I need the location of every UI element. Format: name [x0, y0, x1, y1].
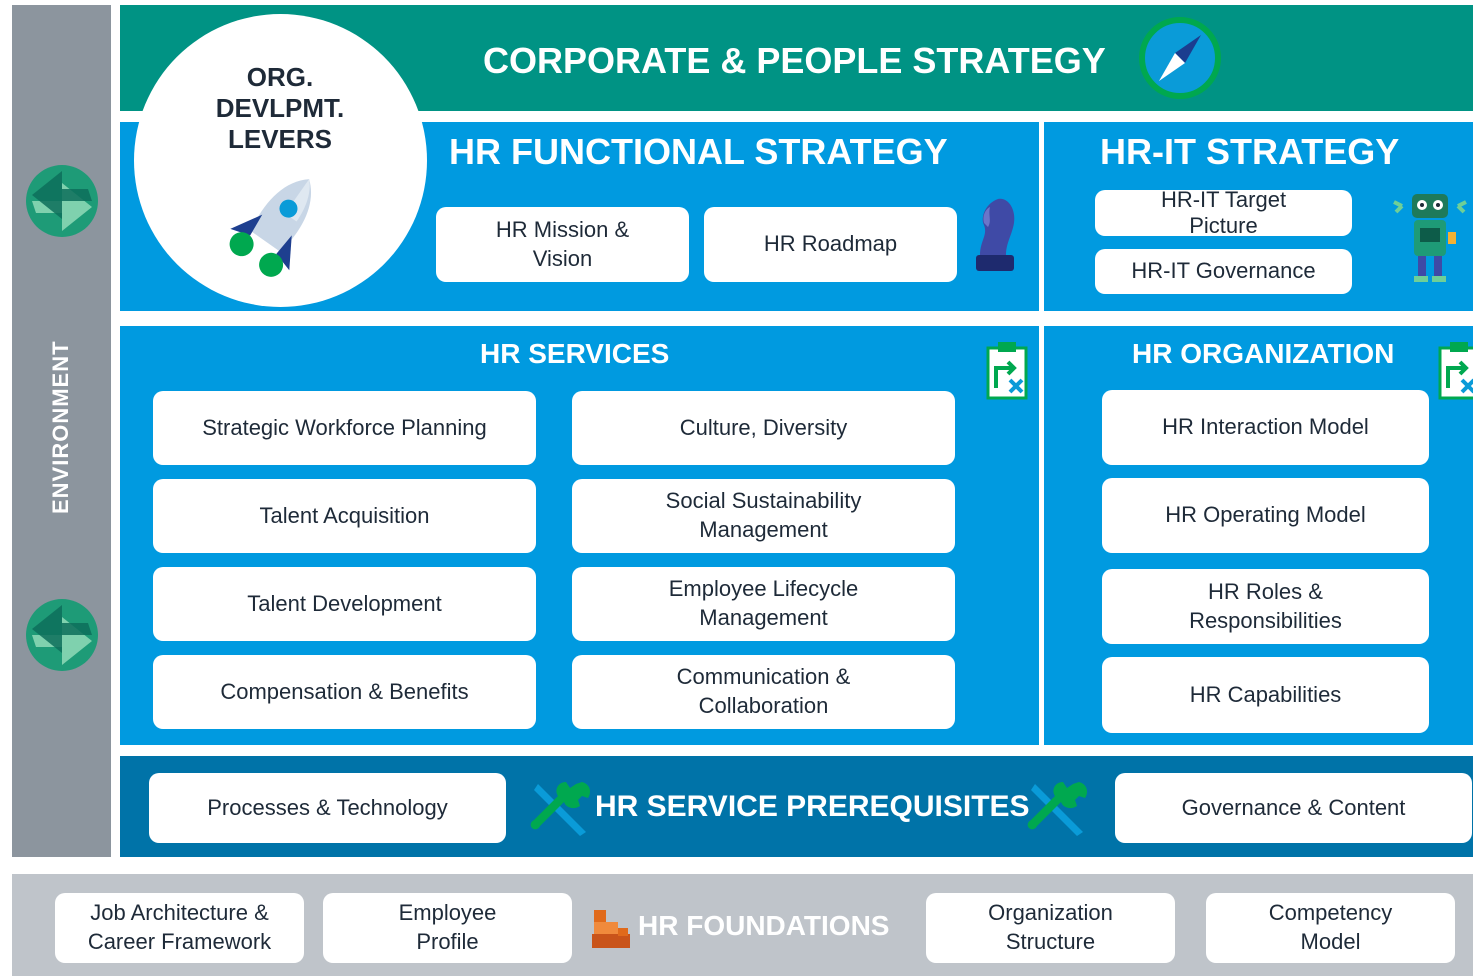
hr-services-title: HR SERVICES	[480, 338, 670, 369]
hr-mission-vision-box: HR Mission & Vision	[436, 207, 689, 282]
hr-it-strategy-title: HR-IT STRATEGY	[1100, 131, 1400, 172]
org-item-roles-responsibilities: HR Roles & Responsibilities	[1102, 569, 1429, 644]
services-item-social-sustainability: Social Sustainability Management	[572, 479, 955, 553]
corporate-strategy-title: CORPORATE & PEOPLE STRATEGY	[483, 40, 1106, 81]
clipboard-plan-icon	[1438, 342, 1473, 400]
environment-bar	[12, 5, 111, 857]
hr-organization-title: HR ORGANIZATION	[1132, 338, 1395, 369]
robot-icon	[1393, 194, 1467, 282]
chess-knight-icon	[976, 198, 1015, 271]
services-item-culture-diversity: Culture, Diversity	[572, 391, 955, 465]
hr-it-governance-box: HR-IT Governance	[1095, 249, 1352, 294]
org-item-operating-model: HR Operating Model	[1102, 478, 1429, 553]
building-blocks-icon	[592, 910, 630, 948]
services-item-talent-development: Talent Development	[153, 567, 536, 641]
prerequisites-title: HR SERVICE PREREQUISITES	[595, 790, 1030, 823]
compass-icon	[1139, 17, 1221, 99]
processes-technology-box: Processes & Technology	[149, 773, 506, 843]
hr-it-target-picture-box: HR-IT Target Picture	[1095, 187, 1352, 238]
org-item-interaction-model: HR Interaction Model	[1102, 390, 1429, 465]
tools-icon	[530, 782, 590, 836]
services-item-employee-lifecycle: Employee Lifecycle Management	[572, 567, 955, 641]
foundations-title: HR FOUNDATIONS	[638, 910, 890, 941]
services-item-compensation-benefits: Compensation & Benefits	[153, 655, 536, 729]
foundation-item-competency-model: Competency Model	[1206, 893, 1455, 963]
foundation-item-employee-profile: Employee Profile	[323, 893, 572, 963]
rocket-icon	[229, 179, 312, 277]
clipboard-plan-icon	[986, 342, 1028, 400]
environment-label: ENVIRONMENT	[48, 340, 73, 514]
hr-roadmap-box: HR Roadmap	[704, 207, 957, 282]
tools-icon	[1027, 782, 1087, 836]
governance-content-box: Governance & Content	[1115, 773, 1472, 843]
services-item-communication-collaboration: Communication & Collaboration	[572, 655, 955, 729]
refresh-arrows-icon	[26, 599, 98, 671]
org-levers-title: ORG. DEVLPMT. LEVERS	[215, 62, 345, 155]
org-item-capabilities: HR Capabilities	[1102, 657, 1429, 733]
refresh-arrows-icon	[26, 165, 98, 237]
foundation-item-organization-structure: Organization Structure	[926, 893, 1175, 963]
services-item-talent-acquisition: Talent Acquisition	[153, 479, 536, 553]
hr-functional-strategy-title: HR FUNCTIONAL STRATEGY	[449, 131, 948, 172]
services-item-strategic-workforce-planning: Strategic Workforce Planning	[153, 391, 536, 465]
foundation-item-job-architecture: Job Architecture & Career Framework	[55, 893, 304, 963]
